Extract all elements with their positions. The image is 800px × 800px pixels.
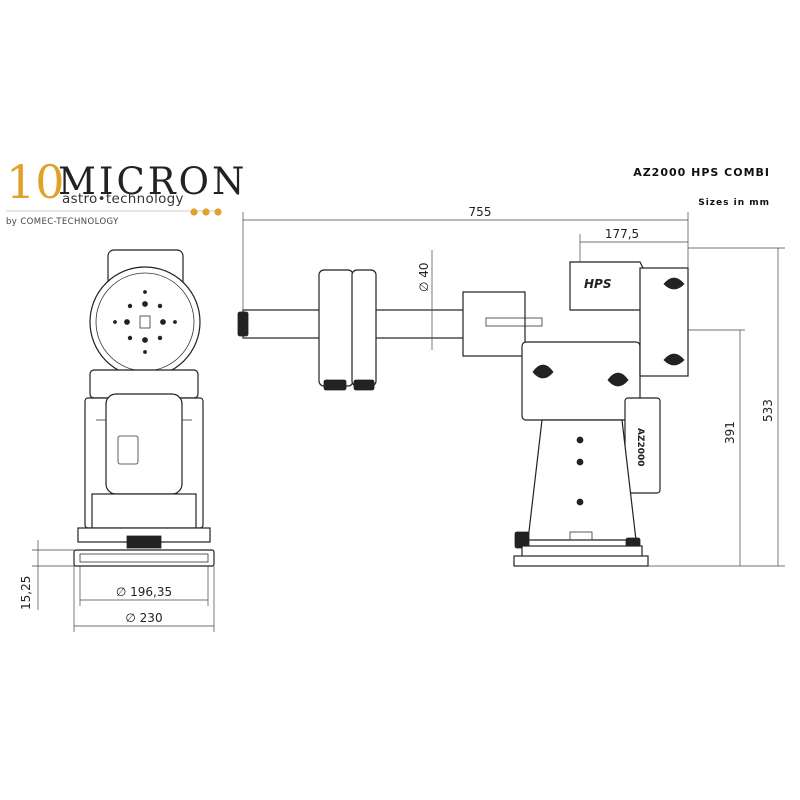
side-base-plate [513, 555, 649, 567]
side-model-label: AZ2000 [635, 428, 645, 467]
bar-end-cap [237, 311, 249, 337]
dim-base-thickness: 15,25 [19, 576, 33, 610]
counterweight-1 [318, 269, 354, 387]
brand-logo: 10 MICRON astro•technology by COMEC-TECH… [6, 155, 247, 227]
front-motor-cover [105, 393, 183, 495]
side-dimensions: 755 177,5 ∅ 40 391 533 [242, 205, 785, 567]
logo-dot-3 [214, 208, 222, 216]
logo-name: MICRON [58, 160, 247, 203]
logo-byline: by COMEC-TECHNOLOGY [6, 217, 119, 227]
dim-head-offset: 177,5 [605, 227, 639, 241]
front-dimensions: 15,25 ∅ 196,35 ∅ 230 [19, 540, 215, 632]
dim-height-391: 391 [723, 421, 737, 444]
side-view: HPS AZ2000 [237, 261, 689, 567]
logo-number: 10 [6, 155, 65, 209]
front-head-plate [89, 266, 201, 378]
dim-total-width: 755 [469, 205, 492, 219]
front-azimuth-knob [126, 535, 162, 549]
dim-bar-diameter: ∅ 40 [417, 262, 431, 292]
bar-housing [462, 291, 526, 357]
hps-badge: HPS [584, 277, 611, 291]
counterweight-2 [351, 269, 377, 387]
units-note: Sizes in mm [698, 198, 770, 208]
logo-dot-2 [202, 208, 210, 216]
dim-height-533: 533 [761, 399, 775, 422]
dim-outer-diameter: ∅ 230 [125, 611, 162, 625]
side-knob-left [532, 364, 554, 379]
front-base-plate [73, 549, 215, 567]
front-view [73, 249, 215, 567]
drawing-title: AZ2000 HPS COMBI [633, 166, 770, 179]
logo-tagline: astro•technology [62, 191, 184, 207]
dim-inner-diameter: ∅ 196,35 [116, 585, 172, 599]
logo-dot-1 [190, 208, 198, 216]
side-knob-right [607, 372, 629, 387]
